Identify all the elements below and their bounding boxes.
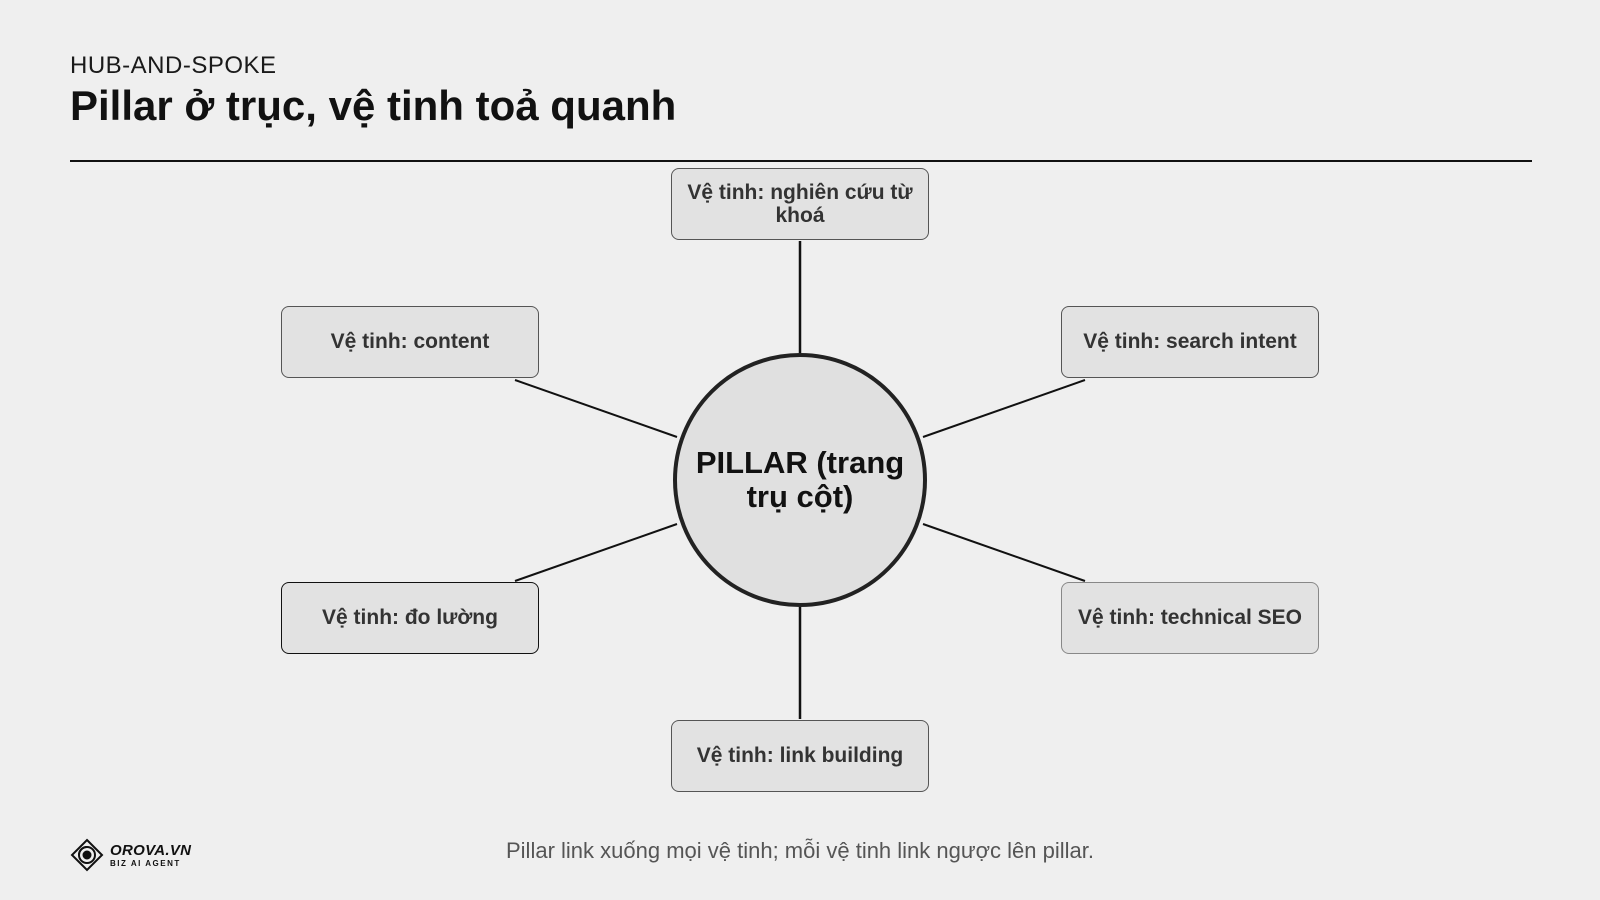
page-title: Pillar ở trục, vệ tinh toả quanh [70,82,677,129]
pillar-hub-label: PILLAR (trang trụ cột) [695,444,905,514]
spoke-top-left [514,379,678,438]
orova-logo-icon [70,838,104,872]
satellite-top-right-label: Vệ tinh: search intent [1083,330,1297,354]
footer-caption: Pillar link xuống mọi vệ tinh; mỗi vệ ti… [506,838,1094,863]
satellite-top-right: Vệ tinh: search intent [1061,306,1319,378]
satellite-bottom-right-label: Vệ tinh: technical SEO [1077,606,1303,630]
title-divider [70,160,1532,162]
satellite-top: Vệ tinh: nghiên cứu từ khoá [671,168,929,240]
eyebrow-label: HUB-AND-SPOKE [70,52,277,79]
spoke-top-right [922,379,1086,438]
pillar-hub: PILLAR (trang trụ cột) [673,353,927,607]
brand-logo: OROVA.VN BIZ AI AGENT [70,838,191,872]
logo-tagline: BIZ AI AGENT [110,858,181,868]
satellite-bottom-right: Vệ tinh: technical SEO [1061,582,1319,654]
satellite-top-label: Vệ tinh: nghiên cứu từ khoá [687,180,913,227]
satellite-bottom: Vệ tinh: link building [671,720,929,792]
spoke-bottom-right [922,523,1086,582]
satellite-bottom-left-label: Vệ tinh: đo lường [322,606,498,630]
satellite-top-left-label: Vệ tinh: content [330,330,490,354]
satellite-bottom-left: Vệ tinh: đo lường [281,582,539,654]
satellite-top-left: Vệ tinh: content [281,306,539,378]
spoke-bottom-left [514,523,678,582]
logo-name: OROVA.VN [110,841,192,859]
satellite-bottom-label: Vệ tinh: link building [696,744,904,768]
